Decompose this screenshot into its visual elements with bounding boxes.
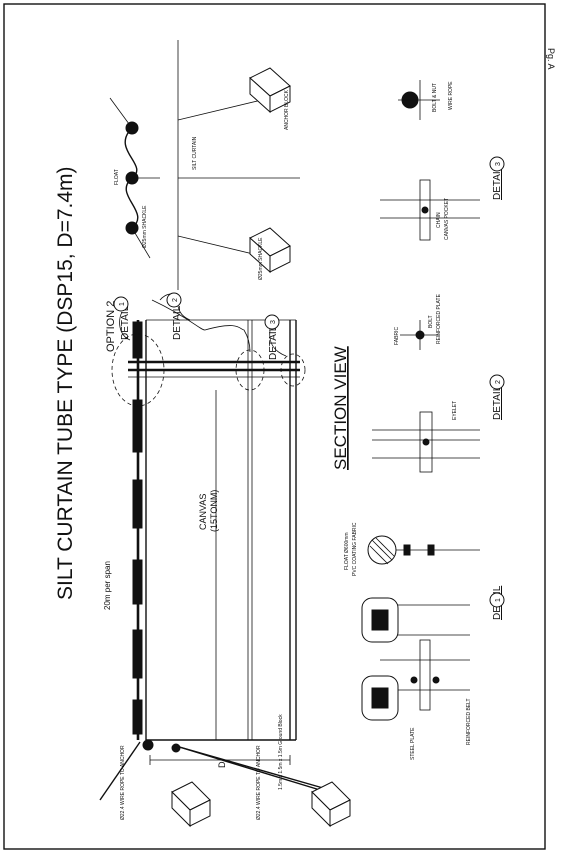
end-anchoring	[99, 739, 351, 828]
section-detail-marker-1: 1	[495, 598, 502, 602]
detail-circle-3	[280, 353, 306, 387]
detail-callout-1: DETAIL	[120, 305, 131, 340]
wire-rope-label-2: Ø22.4 WIRE ROPE TO ANCHOR	[256, 745, 262, 820]
section-detail-marker-2: 2	[495, 380, 502, 384]
section-detail-float	[367, 535, 480, 565]
wire-rope-label-1: Ø22.4 WIRE ROPE TO ANCHOR	[120, 745, 126, 820]
float-section	[109, 40, 300, 290]
sub-label-pvc: PVC COATING FABRIC	[352, 522, 358, 576]
section-title: SECTION VIEW	[331, 346, 350, 470]
section-detail-right	[380, 80, 480, 350]
span-label: 20m per span	[103, 561, 112, 610]
detail-callout-3: DETAIL	[268, 325, 279, 360]
drawing-title: SILT CURTAIN TUBE TYPE (DSP15, D=7.4m)	[54, 166, 77, 600]
option-label: OPTION 2	[105, 301, 117, 352]
silt-curtain-label: SILT CURTAIN	[192, 136, 198, 170]
detail-marker-1: 1	[119, 302, 126, 306]
detail-marker-2: 2	[172, 298, 179, 302]
sub-label-eyelet: EYELET	[452, 401, 458, 420]
page-mark: Pg. A	[546, 48, 556, 70]
detail-marker-3: 3	[270, 320, 277, 324]
float-label: FLOAT	[114, 169, 120, 185]
shackle-label-2: Ø25mm SHACKLE	[258, 237, 264, 280]
dim-label: D	[217, 761, 227, 768]
section-detail-marker-3: 3	[495, 162, 502, 166]
sub-label-canvas-pocket: CANVAS POCKET	[444, 198, 450, 240]
sub-label-wire-rope: WIRE ROPE	[448, 81, 454, 110]
canvas-panel	[128, 319, 300, 741]
anchor-block-label: ANCHOR BLOCK	[284, 89, 290, 130]
section-detail-left	[361, 597, 470, 721]
canvas-sublabel: (15TONM)	[209, 490, 219, 532]
section-detail-mid	[372, 411, 480, 473]
detail-circle-1	[111, 333, 165, 407]
sub-label-steel-plate: STEEL PLATE	[410, 727, 416, 760]
sheet-border	[3, 3, 546, 850]
sub-label-bolt: BOLT	[428, 315, 434, 328]
sub-label-float: FLOAT Ø600mm	[344, 532, 350, 570]
block-label: 1.5m x 1.5m x 1.5m Ground Block	[278, 714, 284, 790]
sub-label-reinforced-belt: REINFORCED BELT	[466, 698, 472, 745]
shackle-label-1: Ø25mm SHACKLE	[142, 205, 148, 248]
section-detail-label-2: DETAIL	[492, 385, 503, 420]
sub-label-fabric: FABRIC	[394, 327, 400, 345]
sub-label-reinforced-plate: REINFORCED PLATE	[436, 293, 442, 344]
sub-label-bolt-nut: BOLT & NUT	[432, 83, 438, 112]
detail-callout-2: DETAIL	[172, 305, 183, 340]
section-detail-label-3: DETAIL	[492, 165, 503, 200]
canvas-label: CANVAS	[198, 494, 208, 530]
sub-label-chain: CHAIN	[436, 212, 442, 228]
